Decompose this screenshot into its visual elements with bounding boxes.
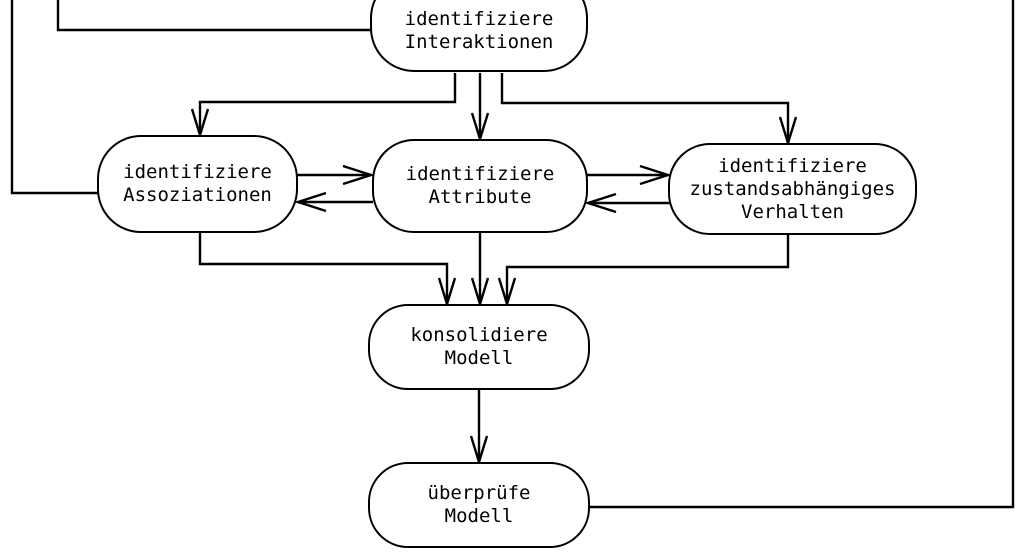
edge-attribute-to-assoziationen bbox=[294, 191, 373, 213]
node-identifiziere-assoziationen: identifiziere Assoziationen bbox=[97, 135, 298, 233]
node-label: konsolidiere Modell bbox=[410, 324, 548, 369]
node-label: überprüfe Modell bbox=[427, 482, 531, 527]
node-identifiziere-attribute: identifiziere Attribute bbox=[372, 139, 588, 233]
node-label: identifiziere Assoziationen bbox=[123, 161, 272, 206]
node-label: identifiziere zustandsabhängiges Verhalt… bbox=[689, 154, 896, 223]
node-ueberpruefe-modell: überprüfe Modell bbox=[368, 462, 590, 548]
edge-attribute-to-konsolidiere bbox=[470, 233, 490, 309]
edge-interaktionen-to-attribute bbox=[470, 73, 490, 144]
edge-assoziationen-to-konsolidiere bbox=[198, 233, 457, 309]
edge-feedback-left-inner bbox=[56, 0, 373, 32]
node-label: identifiziere Interaktionen bbox=[404, 8, 554, 53]
edge-verhalten-to-attribute bbox=[584, 192, 670, 214]
edge-interaktionen-to-assoziationen bbox=[190, 73, 457, 140]
edge-verhalten-to-konsolidiere bbox=[497, 234, 790, 309]
node-label: identifiziere Attribute bbox=[405, 163, 555, 208]
edge-attribute-to-verhalten bbox=[586, 164, 672, 186]
edge-konsolidiere-to-ueberpruefe bbox=[469, 390, 489, 467]
edge-interaktionen-to-verhalten bbox=[500, 73, 798, 148]
node-identifiziere-zustandsabhaengiges-verhalten: identifiziere zustandsabhängiges Verhalt… bbox=[668, 143, 917, 235]
edge-feedback-right bbox=[588, 0, 1015, 509]
node-identifiziere-interaktionen: identifiziere Interaktionen bbox=[370, 0, 588, 72]
node-konsolidiere-modell: konsolidiere Modell bbox=[368, 304, 590, 390]
edge-assoziationen-to-attribute bbox=[296, 164, 375, 186]
edge-feedback-left-outer bbox=[10, 0, 100, 195]
